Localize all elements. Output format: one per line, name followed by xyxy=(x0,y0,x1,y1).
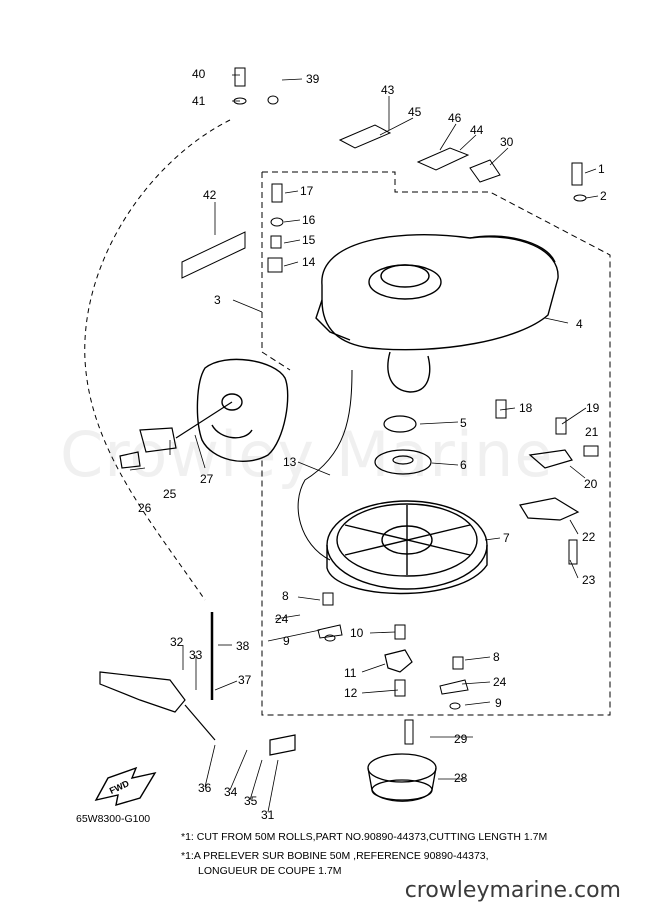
callout-13: 13 xyxy=(283,455,297,469)
callout-21: 21 xyxy=(585,425,599,439)
callout-1: 1 xyxy=(598,162,605,176)
spiral-spring[interactable] xyxy=(374,449,432,475)
sheave-drum[interactable] xyxy=(326,500,488,595)
callout-25: 25 xyxy=(163,487,177,501)
callout-44: 44 xyxy=(470,123,484,137)
callout-46: 46 xyxy=(448,111,462,125)
callout-24b: 24 xyxy=(493,675,507,689)
callout-31: 31 xyxy=(261,808,275,822)
callout-32: 32 xyxy=(170,635,184,649)
callout-20: 20 xyxy=(584,477,598,491)
callout-26: 26 xyxy=(138,501,152,515)
callout-16: 16 xyxy=(302,213,316,227)
note-french-line2: LONGUEUR DE COUPE 1.7M xyxy=(198,865,342,877)
callout-14: 14 xyxy=(302,255,316,269)
starter-cable xyxy=(297,369,353,561)
callout-45: 45 xyxy=(408,105,422,119)
callout-43: 43 xyxy=(381,83,395,97)
callout-23: 23 xyxy=(582,573,596,587)
callout-29: 29 xyxy=(454,732,468,746)
fwd-arrow xyxy=(94,766,157,806)
callout-38: 38 xyxy=(236,639,250,653)
callout-10: 10 xyxy=(350,626,364,640)
callout-39: 39 xyxy=(306,72,320,86)
callout-6: 6 xyxy=(460,458,467,472)
callout-8a: 8 xyxy=(282,589,289,603)
callout-36: 36 xyxy=(198,781,212,795)
callout-42: 42 xyxy=(203,188,217,202)
diagram-code: 65W8300-G100 xyxy=(76,813,151,825)
callout-8b: 8 xyxy=(493,650,500,664)
callout-24a: 24 xyxy=(275,612,289,626)
callout-33: 33 xyxy=(189,648,203,662)
note-french-line1: *1:A PRELEVER SUR BOBINE 50M ,REFERENCE … xyxy=(181,850,489,862)
callout-4: 4 xyxy=(576,317,583,331)
callout-11: 11 xyxy=(344,666,357,680)
callout-9a: 9 xyxy=(283,634,290,648)
callout-35: 35 xyxy=(244,794,258,808)
callout-9b: 9 xyxy=(495,696,502,710)
callout-numbers: 1 2 3 4 5 6 7 8 8 9 9 10 11 12 13 14 15 … xyxy=(108,67,607,822)
callout-3: 3 xyxy=(214,293,221,307)
drive-pulley[interactable] xyxy=(367,753,437,802)
leader-lines xyxy=(129,74,599,813)
callout-12: 12 xyxy=(344,686,358,700)
spring-plate[interactable] xyxy=(383,415,417,433)
callout-41: 41 xyxy=(192,94,206,108)
small-fasteners[interactable] xyxy=(233,67,599,745)
callout-27: 27 xyxy=(200,472,214,486)
callout-5: 5 xyxy=(460,416,467,430)
callout-7: 7 xyxy=(503,531,510,545)
starter-handle[interactable] xyxy=(196,358,289,462)
starter-grip[interactable] xyxy=(119,401,233,469)
fwd-label: FWD xyxy=(108,778,131,796)
callout-34: 34 xyxy=(224,785,238,799)
note-english: *1: CUT FROM 50M ROLLS,PART NO.90890-443… xyxy=(181,831,548,843)
callout-40: 40 xyxy=(192,67,206,81)
assembly-boundary xyxy=(261,171,611,716)
throttle-linkage[interactable] xyxy=(99,671,296,756)
callout-37: 37 xyxy=(238,673,252,687)
callout-2: 2 xyxy=(600,189,607,203)
callout-17: 17 xyxy=(300,184,314,198)
callout-19: 19 xyxy=(586,401,600,415)
callout-15: 15 xyxy=(302,233,316,247)
watermark-bottom: crowleymarine.com xyxy=(404,878,621,903)
callout-22: 22 xyxy=(582,530,596,544)
decal-sheets xyxy=(181,124,501,279)
callout-28: 28 xyxy=(454,771,468,785)
callout-18: 18 xyxy=(519,401,533,415)
ratchet[interactable] xyxy=(384,649,413,673)
lock-lever[interactable] xyxy=(519,449,580,521)
starter-housing[interactable] xyxy=(315,234,559,393)
callout-30: 30 xyxy=(500,135,514,149)
